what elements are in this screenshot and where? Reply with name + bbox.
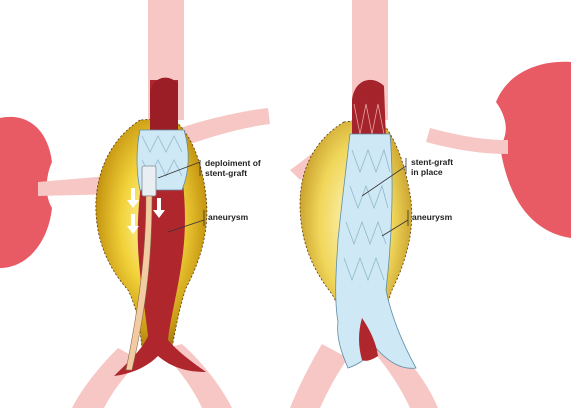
catheter <box>125 195 153 371</box>
label-aneurysm-right: aneurysm <box>412 212 453 222</box>
leader-aneurysm-right <box>381 219 409 237</box>
stent-wire-body <box>343 148 391 282</box>
iliac-left-left <box>72 348 140 408</box>
leader-aneurysm-left <box>167 219 205 233</box>
renal-vessel-right-a <box>426 128 508 154</box>
kidney-left <box>0 116 52 268</box>
blood-bifurcation-right <box>359 318 378 361</box>
left-panel: deploiment of stent-graft aneurysm <box>0 0 270 408</box>
down-arrow-icon <box>127 188 165 234</box>
delivery-capsule <box>141 165 157 197</box>
stent-wire-top <box>353 103 385 135</box>
kidney-right <box>496 61 571 238</box>
blood-top-right <box>352 79 386 140</box>
blood-lumen-left <box>114 80 206 376</box>
right-panel: stent-graft in place aneurysm <box>290 0 571 408</box>
leader-stent <box>361 165 407 197</box>
label-stent-2: in place <box>411 167 443 177</box>
label-deployment-2: stent-graft <box>205 168 247 178</box>
label-stent-1: stent-graft <box>411 157 453 167</box>
label-aneurysm-left: aneurysm <box>208 212 249 222</box>
label-deployment-1: deploiment of <box>205 158 261 168</box>
iliac-left-right <box>290 344 348 408</box>
renal-vessel-right <box>180 108 270 146</box>
